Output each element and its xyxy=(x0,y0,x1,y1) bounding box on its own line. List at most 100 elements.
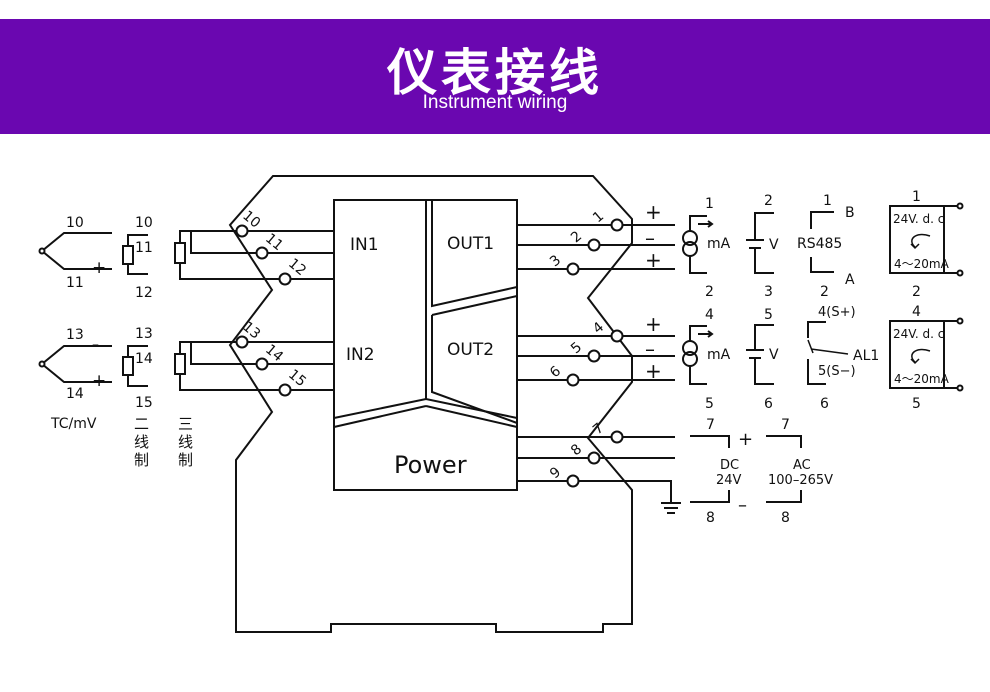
terminal-8-label: 8 xyxy=(568,441,585,459)
rs485-top: 1 xyxy=(823,193,832,209)
v-output-2 xyxy=(746,324,774,385)
box-2-bottom: 5 xyxy=(912,396,921,412)
tc-13: 13 xyxy=(66,327,84,343)
box-1-bottom: 2 xyxy=(912,284,921,300)
terminal-9-label: 9 xyxy=(547,464,564,482)
tc-minus-2: – xyxy=(92,337,99,353)
box-1-line1: 24V. d. c xyxy=(893,212,944,226)
thermocouple-1 xyxy=(38,232,112,270)
in2-label: IN2 xyxy=(346,345,375,365)
v-2-unit: V xyxy=(769,347,779,363)
al1-top: 4(S+) xyxy=(818,305,856,320)
tc-14: 14 xyxy=(66,386,84,402)
dc-minus: – xyxy=(738,495,747,516)
two-wire-rtd-1 xyxy=(122,234,148,275)
v-2-bottom: 6 xyxy=(764,396,773,412)
tc-label: TC/mV xyxy=(50,416,97,432)
module-outline xyxy=(228,175,633,633)
box-2-line2: 4～20mA xyxy=(894,372,950,386)
al1-bottom: 6 xyxy=(820,396,829,412)
rs485-a: A xyxy=(845,272,855,288)
two-wire-15: 15 xyxy=(135,395,153,411)
v-output-1 xyxy=(746,212,774,274)
two-wire-11: 11 xyxy=(135,240,153,256)
tc-10: 10 xyxy=(66,215,84,231)
three-wire-label-1: 三 xyxy=(178,415,193,433)
ac-supply xyxy=(766,435,802,503)
terminal-5-label: 5 xyxy=(568,339,585,357)
left-terminals xyxy=(235,224,334,397)
v-2-top: 5 xyxy=(764,307,773,323)
terminal-1-plus: + xyxy=(645,200,662,224)
rs485-bottom: 2 xyxy=(820,284,829,300)
three-wire-label-3: 制 xyxy=(178,451,193,469)
two-wire-rtd-2 xyxy=(122,345,148,387)
ma-1-unit: mA xyxy=(707,236,731,252)
box-2-top: 4 xyxy=(912,304,921,320)
terminal-1-label: 1 xyxy=(590,208,607,226)
three-wire-label-2: 线 xyxy=(178,433,193,451)
tc-plus-1: + xyxy=(92,258,106,278)
in1-label: IN1 xyxy=(350,235,379,255)
two-wire-label-3: 制 xyxy=(134,451,149,469)
rs485-output xyxy=(810,211,834,273)
rs485-b: B xyxy=(845,205,855,221)
terminal-6-plus: + xyxy=(645,359,662,383)
ac-bottom: 8 xyxy=(781,510,790,526)
dc-volt: 24V xyxy=(716,473,742,488)
page-title: 仪表接线 xyxy=(387,44,603,102)
two-wire-13: 13 xyxy=(135,326,153,342)
alarm-relay-al1 xyxy=(807,321,849,385)
terminal-3-label: 3 xyxy=(547,252,564,270)
out1-label: OUT1 xyxy=(447,234,494,254)
terminal-5-minus: – xyxy=(645,337,655,361)
ma-2-bottom: 5 xyxy=(705,396,714,412)
two-wire-14: 14 xyxy=(135,351,153,367)
tc-minus-1: – xyxy=(92,225,99,241)
dc-plus: + xyxy=(738,429,753,450)
tc-plus-2: + xyxy=(92,371,106,391)
rs485-name: RS485 xyxy=(797,236,842,252)
terminal-4-label: 4 xyxy=(590,319,607,337)
two-wire-12: 12 xyxy=(135,285,153,301)
out2-label: OUT2 xyxy=(447,340,494,360)
al1-mid: 5(S−) xyxy=(818,364,856,379)
v-1-unit: V xyxy=(769,237,779,253)
ac-volt: 100–265V xyxy=(768,473,833,488)
dc-supply xyxy=(690,435,730,503)
terminal-2-minus: – xyxy=(645,226,655,250)
terminal-7-label: 7 xyxy=(590,420,607,438)
box-1-line2: 4～20mA xyxy=(894,257,950,271)
two-wire-label-1: 二 xyxy=(134,415,149,433)
power-label: Power xyxy=(394,451,467,479)
al1-name: AL1 xyxy=(853,348,879,364)
ma-1-top: 1 xyxy=(705,196,714,212)
ma-output-1 xyxy=(682,215,714,274)
dc-top: 7 xyxy=(706,417,715,433)
three-wire-rtd-1 xyxy=(174,230,279,280)
ma-2-top: 4 xyxy=(705,307,714,323)
thermocouple-2 xyxy=(38,345,112,383)
header-banner: 仪表接线 Instrument wiring xyxy=(0,19,990,134)
two-wire-label-2: 线 xyxy=(134,433,149,451)
two-wire-10: 10 xyxy=(135,215,153,231)
dc-bottom: 8 xyxy=(706,510,715,526)
ac-label: AC xyxy=(793,458,811,473)
loop-powered-box-2 xyxy=(889,317,964,392)
right-terminals xyxy=(517,218,681,514)
loop-powered-box-1 xyxy=(889,202,964,277)
v-1-top: 2 xyxy=(764,193,773,209)
dc-label: DC xyxy=(720,458,739,473)
ma-1-bottom: 2 xyxy=(705,284,714,300)
terminal-2-label: 2 xyxy=(568,228,585,246)
terminal-3-plus: + xyxy=(645,248,662,272)
ma-2-unit: mA xyxy=(707,347,731,363)
box-2-line1: 24V. d. c xyxy=(893,327,944,341)
page-subtitle: Instrument wiring xyxy=(422,92,568,113)
ac-top: 7 xyxy=(781,417,790,433)
ma-output-2 xyxy=(682,325,714,385)
v-1-bottom: 3 xyxy=(764,284,773,300)
three-wire-rtd-2 xyxy=(174,341,279,391)
tc-11: 11 xyxy=(66,275,84,291)
